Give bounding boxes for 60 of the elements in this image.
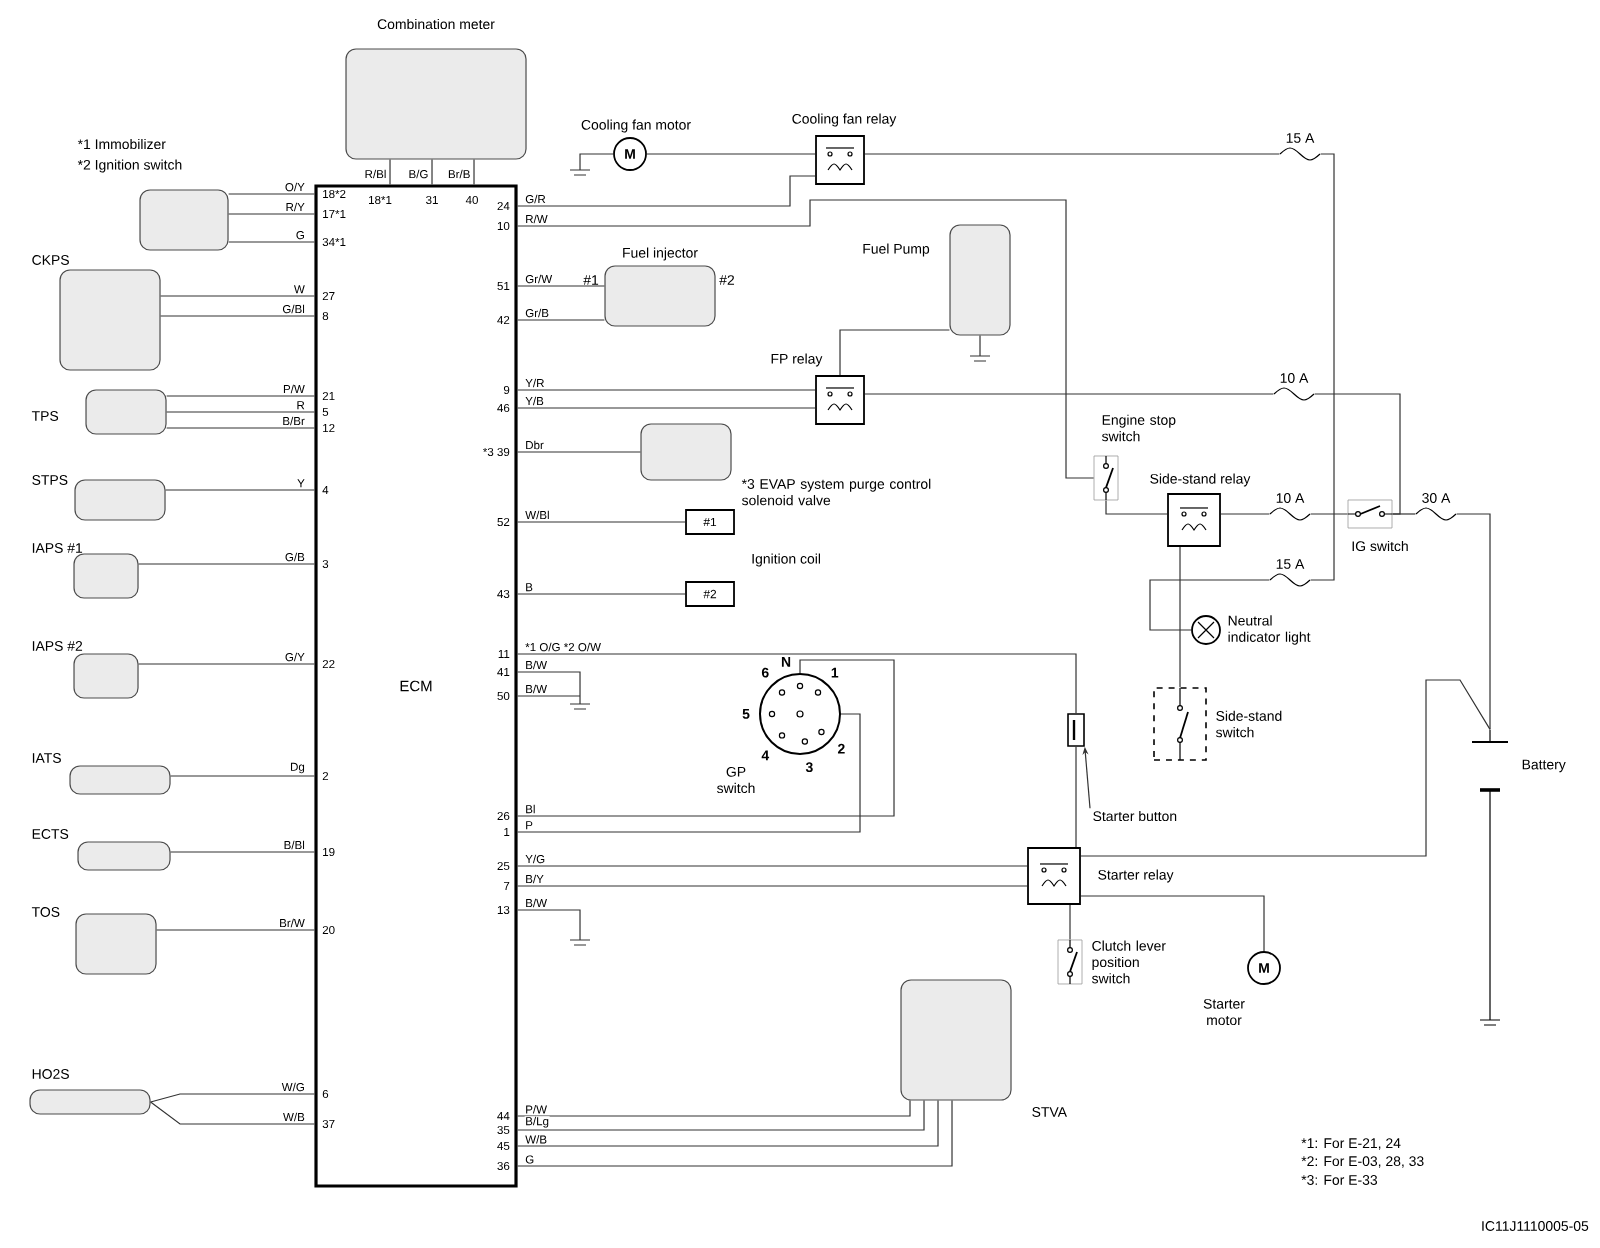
push-button — [1067, 713, 1085, 747]
wire — [646, 153, 816, 155]
wire — [1391, 513, 1416, 515]
wire — [517, 695, 581, 697]
wire — [517, 285, 605, 287]
wire — [517, 653, 1077, 714]
wire — [138, 563, 316, 565]
wire — [166, 395, 316, 397]
wire — [1314, 393, 1401, 515]
wire — [517, 865, 1028, 867]
wire — [166, 411, 316, 413]
wire — [517, 1100, 953, 1167]
wire — [864, 393, 1274, 395]
wire — [156, 929, 316, 931]
wire — [864, 153, 1280, 155]
wire — [517, 389, 816, 391]
wire — [517, 521, 686, 523]
wire — [517, 713, 861, 833]
wire — [517, 1100, 939, 1147]
wire — [1105, 499, 1168, 515]
wire — [170, 775, 316, 777]
wire — [1069, 904, 1071, 941]
wire — [1080, 679, 1491, 857]
wire — [228, 213, 316, 215]
wire — [517, 175, 816, 207]
wire — [569, 153, 614, 176]
wire — [160, 315, 316, 317]
wire — [166, 427, 316, 429]
wire — [517, 1100, 925, 1131]
wire — [1179, 546, 1181, 688]
wire — [517, 593, 686, 595]
wire — [138, 663, 316, 665]
wire — [1149, 579, 1270, 631]
wire — [228, 193, 316, 195]
wire — [228, 241, 316, 243]
wire — [839, 329, 950, 376]
wire — [517, 407, 816, 409]
wire — [1310, 153, 1335, 581]
wire — [517, 885, 1028, 887]
wire — [517, 671, 591, 710]
wire — [431, 159, 433, 185]
wire — [389, 159, 391, 185]
wire — [150, 1101, 316, 1125]
wire — [170, 851, 316, 853]
wire — [517, 199, 1095, 479]
wire — [150, 1093, 316, 1103]
wire — [517, 909, 591, 946]
wire — [1310, 513, 1349, 515]
wire — [517, 1100, 911, 1117]
wire — [165, 489, 316, 491]
wire — [1080, 895, 1265, 952]
wire — [1220, 513, 1270, 515]
wire — [160, 295, 316, 297]
wire — [517, 451, 641, 453]
wire — [969, 335, 991, 362]
wire — [1456, 513, 1491, 730]
wire — [473, 159, 475, 185]
wire — [1075, 746, 1077, 848]
wire — [517, 659, 895, 817]
wire — [517, 319, 605, 321]
